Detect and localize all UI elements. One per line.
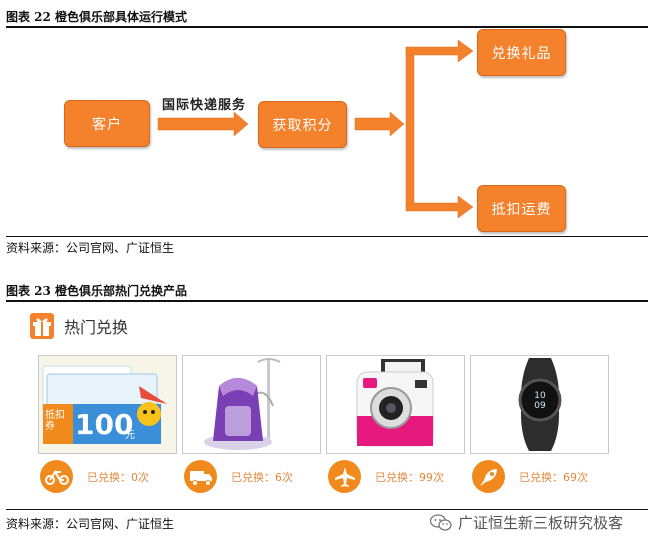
watermark: 广证恒生新三板研究极客 [430,512,623,533]
gift-icon [30,313,54,339]
hot-header: 热门兑换 [30,313,128,339]
svg-text:10: 10 [534,391,546,401]
product-card-coupon[interactable]: 抵扣券 100 元 [38,355,177,454]
figure-22-top-rule [6,26,648,28]
redeem-count: 已兑换：6次 [231,470,293,484]
product-count-row: 已兑换：99次 [328,460,444,493]
figure-23-source: 资料来源：公司官网、广证恒生 [6,517,175,531]
coupon-amount: 100 [75,408,134,441]
figure-22-bottom-rule [6,236,648,237]
watermark-text: 广证恒生新三板研究极客 [458,514,624,532]
earn-points-box: 获取积分 [258,101,347,148]
arrow-customer-to-points [157,111,249,137]
figure-23-title: 图表 23 橙色俱乐部热门兑换产品 [6,284,188,298]
figure-22-source: 资料来源：公司官网、广证恒生 [6,241,175,255]
redeem-count: 已兑换：99次 [375,470,444,484]
hot-section-title: 热门兑换 [64,318,129,337]
customer-box: 客户 [64,100,150,147]
redeem-count: 已兑换：0次 [87,470,149,484]
coupon-image [39,356,176,453]
figure-22-title: 图表 22 橙色俱乐部具体运行模式 [6,10,188,24]
flow-arrows [157,39,474,219]
rocket-icon [472,460,505,493]
branch-vertical-bar [405,49,415,209]
product-count-row: 已兑换：69次 [472,460,588,493]
wechat-icon [430,513,452,531]
figure-23-bottom-rule [6,509,648,510]
smartwatch-image: 10 09 [471,356,608,453]
garment-steamer-image [183,356,320,453]
product-card-camera[interactable] [326,355,465,454]
product-count-row: 已兑换：0次 [40,460,149,493]
product-count-row: 已兑换：6次 [184,460,293,493]
channel-label: 国际快递服务 [162,98,247,113]
svg-text:09: 09 [534,401,546,411]
redeem-gift-box: 兑换礼品 [477,29,566,76]
figure-23-top-rule [6,300,648,302]
redeem-count: 已兑换：69次 [519,470,588,484]
product-card-watch[interactable]: 10 09 [470,355,609,454]
coupon-label: 抵扣券 [45,410,65,432]
instant-camera-image [327,356,464,453]
arrow-branch-to-gift [405,39,474,63]
truck-icon [184,460,217,493]
arrow-points-to-branch [354,111,405,137]
product-card-steamer[interactable] [182,355,321,454]
offset-fee-box: 抵扣运费 [477,185,566,232]
bicycle-icon [40,460,73,493]
airplane-icon [328,460,361,493]
arrow-branch-to-fee [405,195,474,219]
coupon-unit: 元 [125,430,135,441]
